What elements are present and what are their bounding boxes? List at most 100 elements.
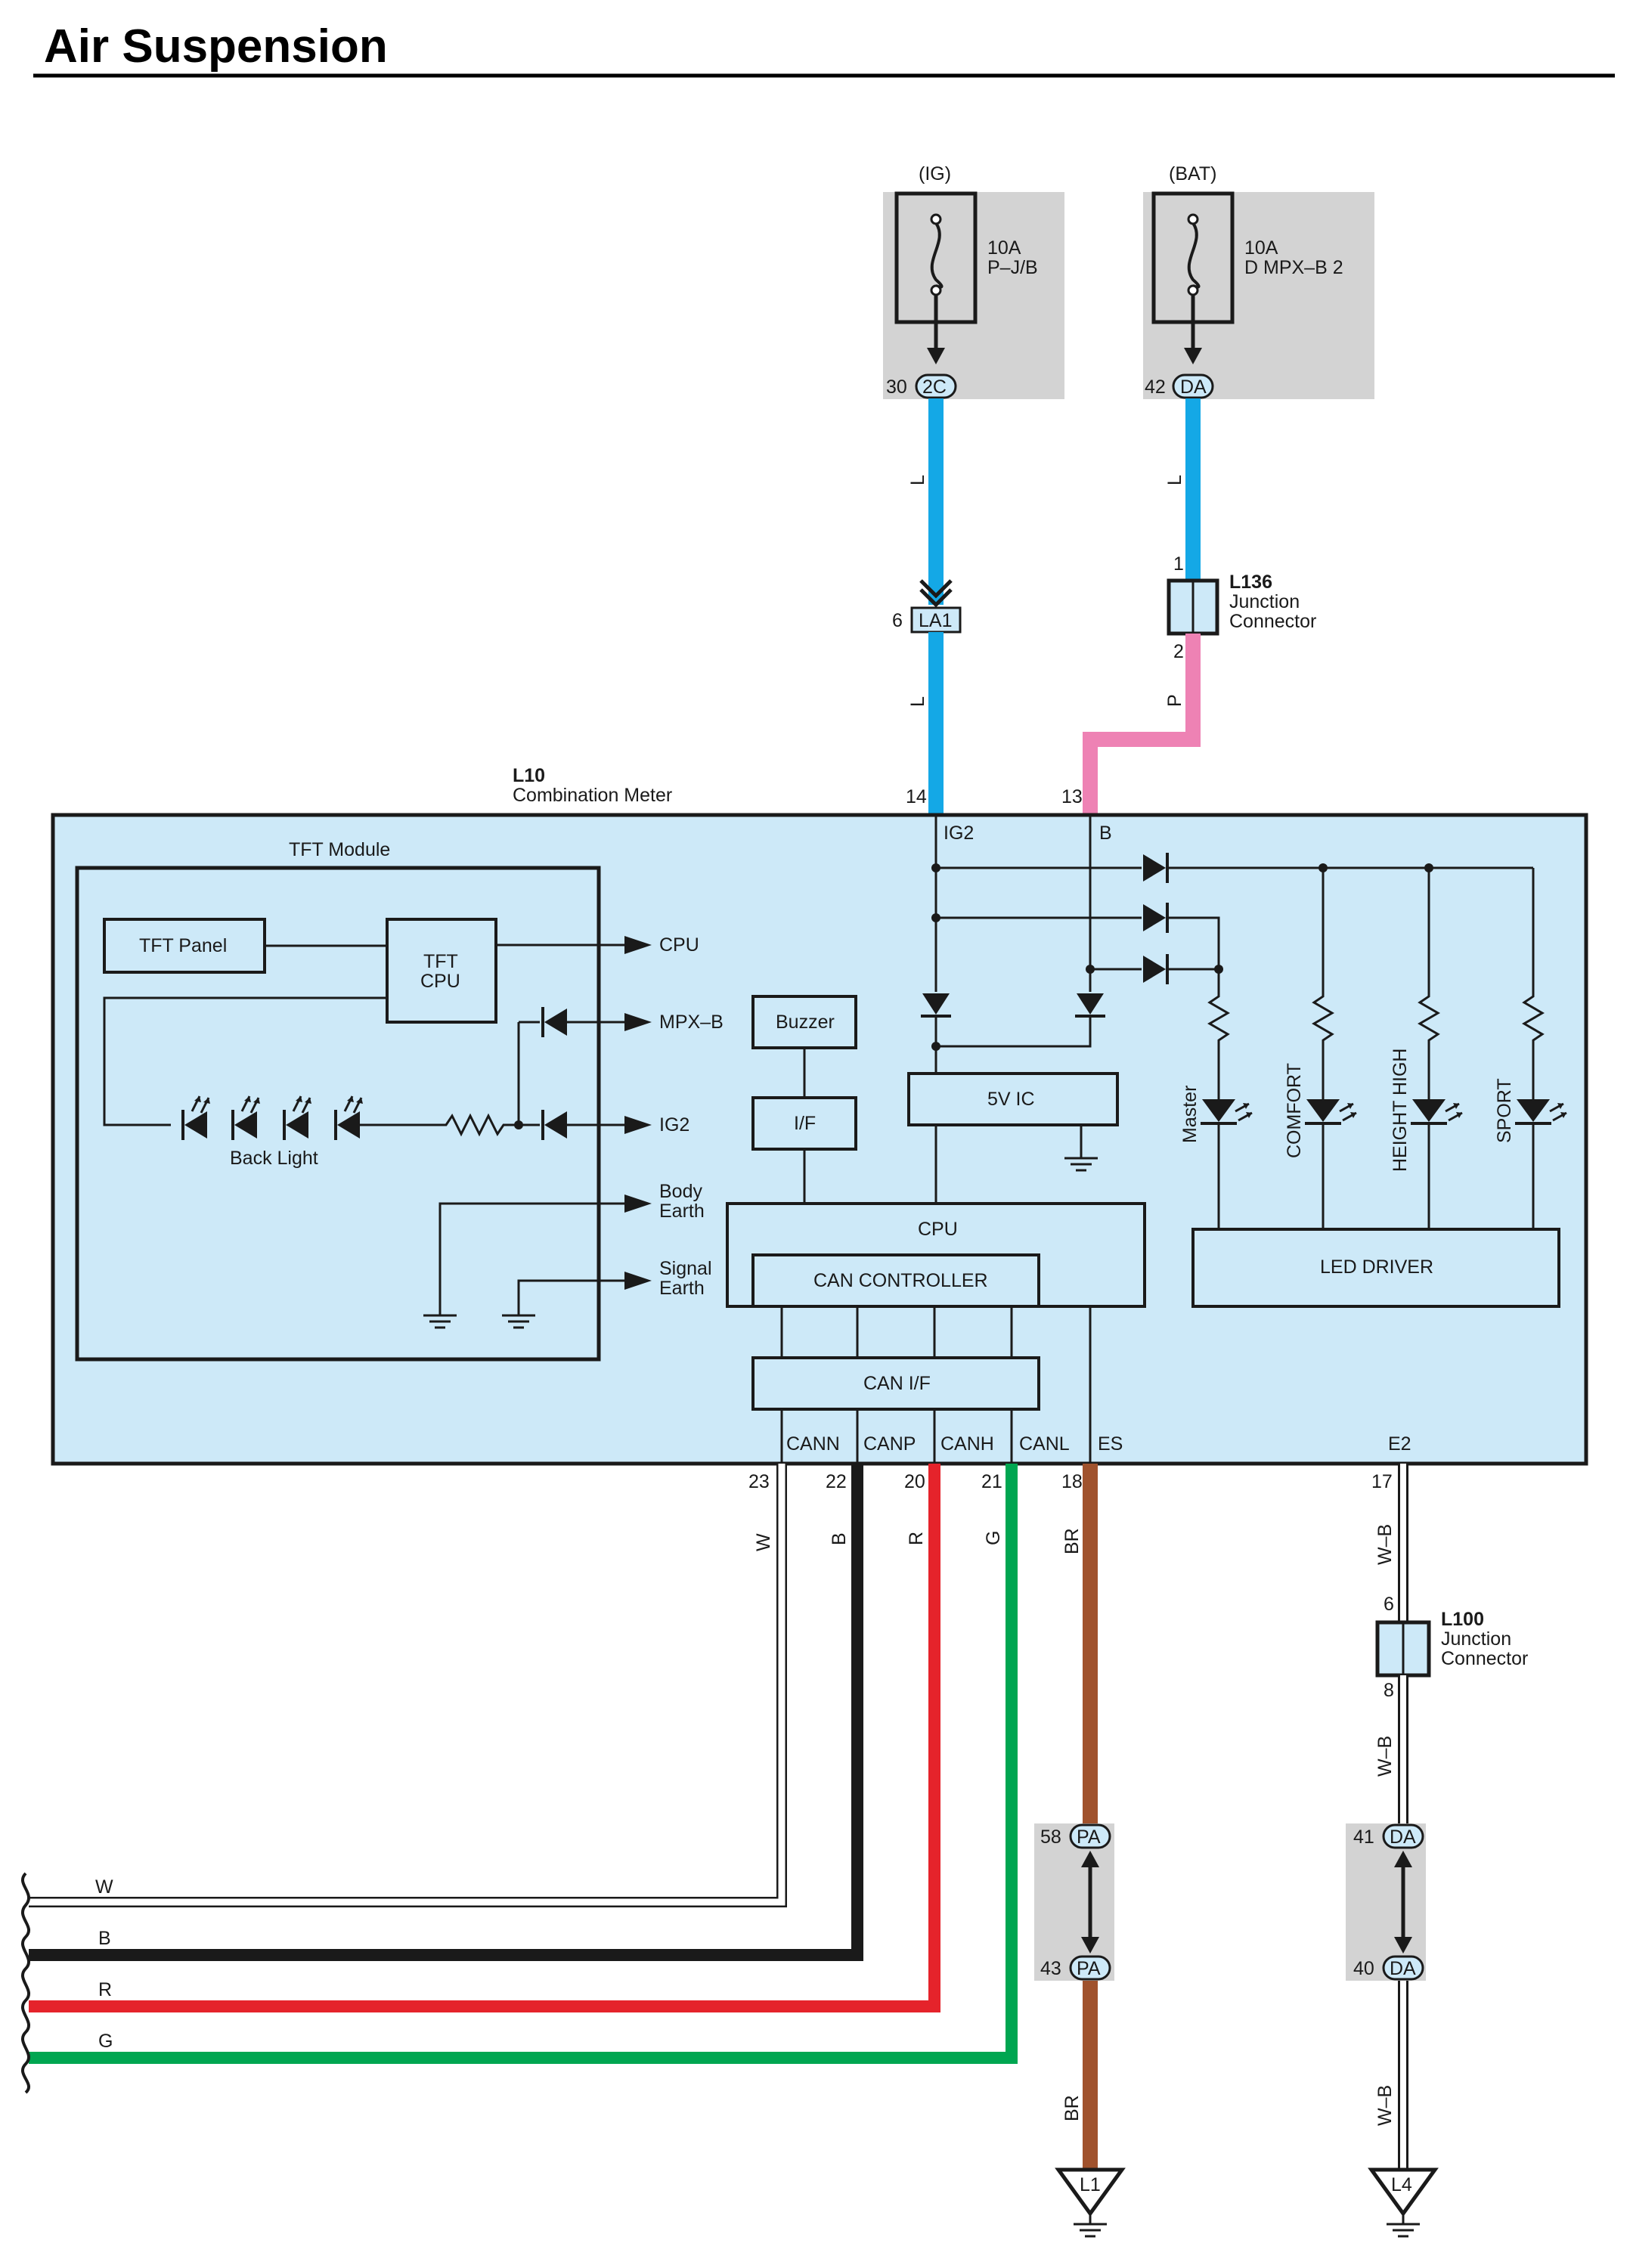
- arrow-out-ig2: [624, 1116, 652, 1134]
- tft-module-label: TFT Module: [289, 839, 390, 860]
- connector-2c-pin: 30: [886, 376, 907, 398]
- connector-2c-label: 2C: [922, 376, 947, 398]
- arrow-out-cpu: [624, 936, 652, 954]
- wire-g: [29, 1464, 1018, 2064]
- l136-line1: Junction: [1229, 591, 1300, 612]
- led-label-sport: SPORT: [1494, 1078, 1515, 1143]
- led-driver: [1191, 1228, 1560, 1308]
- connector-pa-shade: [1034, 1823, 1114, 1981]
- connector-da-lower-pin: 40: [1353, 1958, 1374, 1979]
- l136-line2: Connector: [1229, 611, 1316, 632]
- ic-5v: [907, 1072, 1119, 1126]
- body-earth-label-1: Body: [659, 1181, 702, 1202]
- meter-pin-b: 13: [1061, 786, 1083, 807]
- term-es: ES: [1098, 1433, 1123, 1455]
- tft-cpu: [386, 918, 497, 1024]
- left-w-label: W: [95, 1876, 113, 1898]
- fuse-bat-amp: 10A: [1244, 237, 1278, 259]
- l136-id: L136: [1229, 572, 1272, 593]
- pin-21: 21: [981, 1471, 1002, 1492]
- tft-module: [75, 866, 601, 1362]
- page-title: Air Suspension: [44, 20, 388, 73]
- wire-r-label: R: [906, 1532, 927, 1545]
- l100-line2: Connector: [1441, 1648, 1528, 1669]
- arrow-body-earth: [624, 1194, 652, 1213]
- connector-da-upper-label: DA: [1390, 1826, 1416, 1848]
- left-r-label: R: [98, 1979, 112, 2000]
- connector-pa-bottom: [1069, 1955, 1111, 1981]
- wire-br-label-bottom: BR: [1061, 2095, 1083, 2121]
- wire-b: [29, 1464, 863, 1961]
- pin-23: 23: [748, 1471, 770, 1492]
- left-g-label: G: [98, 2031, 113, 2052]
- fuse-ig-location: P–J/B: [987, 257, 1038, 278]
- ground-l1: [1055, 2167, 1126, 2217]
- back-light-label: Back Light: [230, 1148, 318, 1169]
- term-canp: CANP: [863, 1433, 916, 1455]
- la1-arrow: [919, 579, 953, 599]
- wire-bat-pink: [1083, 634, 1201, 815]
- pin-20: 20: [904, 1471, 925, 1492]
- connector-da-top-label: DA: [1180, 376, 1207, 398]
- tft-cpu-label-1: TFT: [423, 951, 458, 972]
- led-driver-label: LED DRIVER: [1320, 1256, 1433, 1278]
- ground-l4: [1368, 2167, 1439, 2217]
- wire-w-label: W: [753, 1533, 774, 1551]
- term-e2: E2: [1388, 1433, 1411, 1455]
- wire-wb-label-3: W–B: [1374, 2085, 1396, 2126]
- pin-17: 17: [1371, 1471, 1393, 1492]
- connector-da-top-pin: 42: [1145, 376, 1166, 398]
- fuse-bat-block: (BAT) 10A D MPX–B 2 DA 42: [1143, 163, 1374, 399]
- wire-g-label: G: [983, 1531, 1004, 1545]
- wire-br-label-top: BR: [1061, 1528, 1083, 1554]
- connector-da-top: [1172, 373, 1214, 399]
- pin-22: 22: [826, 1471, 847, 1492]
- led-label-comfort: COMFORT: [1284, 1063, 1305, 1158]
- signal-earth-label-2: Earth: [659, 1278, 705, 1299]
- arrow-out-mpxb: [624, 1013, 652, 1031]
- pin-18: 18: [1061, 1471, 1083, 1492]
- can-interface-label: CAN I/F: [863, 1373, 931, 1394]
- l136-pin-top: 1: [1173, 553, 1184, 575]
- can-interface: [751, 1356, 1040, 1411]
- term-canl: CANL: [1019, 1433, 1070, 1455]
- meter-term-ig2: IG2: [944, 823, 974, 844]
- ground-l4-label: L4: [1391, 2174, 1412, 2195]
- buzzer-label: Buzzer: [776, 1012, 835, 1033]
- tft-cpu-label-2: CPU: [420, 971, 460, 992]
- led-label-master: Master: [1179, 1086, 1201, 1143]
- l136-pin-bottom: 2: [1173, 641, 1184, 662]
- l100-id: L100: [1441, 1609, 1484, 1630]
- signal-earth-label-1: Signal: [659, 1258, 712, 1279]
- wire-b-label: B: [829, 1532, 850, 1545]
- out-mpxb-label: MPX–B: [659, 1012, 724, 1033]
- wire-w: [29, 1464, 787, 1907]
- out-ig2-label: IG2: [659, 1114, 689, 1136]
- wire-r: [29, 1464, 940, 2012]
- wire-bat-label-bottom: P: [1164, 694, 1185, 707]
- meter-pin-ig2: 14: [906, 786, 927, 807]
- l100-pin-top: 6: [1384, 1594, 1394, 1615]
- connector-da-lower-label: DA: [1390, 1958, 1416, 1979]
- combination-meter: [51, 813, 1588, 1466]
- wire-wb-label-2: W–B: [1374, 1736, 1396, 1777]
- fuse-bat-source: (BAT): [1169, 163, 1216, 184]
- fuse-ig-source: (IG): [919, 163, 951, 184]
- can-controller: [751, 1253, 1040, 1308]
- backlight-resistor: [440, 1113, 519, 1137]
- connector-pa-bottom-label: PA: [1077, 1958, 1101, 1979]
- connector-la1-label: LA1: [919, 610, 952, 631]
- fuse-bat-location: D MPX–B 2: [1244, 257, 1343, 278]
- connector-pa-top: [1069, 1823, 1111, 1849]
- meter-term-b: B: [1099, 823, 1112, 844]
- body-earth-label-2: Earth: [659, 1201, 705, 1222]
- wire-wb-label-1: W–B: [1374, 1524, 1396, 1565]
- ground-l1-label: L1: [1080, 2174, 1101, 2195]
- connector-pa-top-label: PA: [1077, 1826, 1101, 1848]
- connector-da-shade: [1346, 1823, 1426, 1981]
- fuse-ig-amp: 10A: [987, 237, 1021, 259]
- arrow-signal-earth: [624, 1272, 652, 1290]
- term-canh: CANH: [940, 1433, 994, 1455]
- fuse-ig-block: (IG) 10A P–J/B 2C 30: [883, 163, 1064, 399]
- connector-da-upper-pin: 41: [1353, 1826, 1374, 1848]
